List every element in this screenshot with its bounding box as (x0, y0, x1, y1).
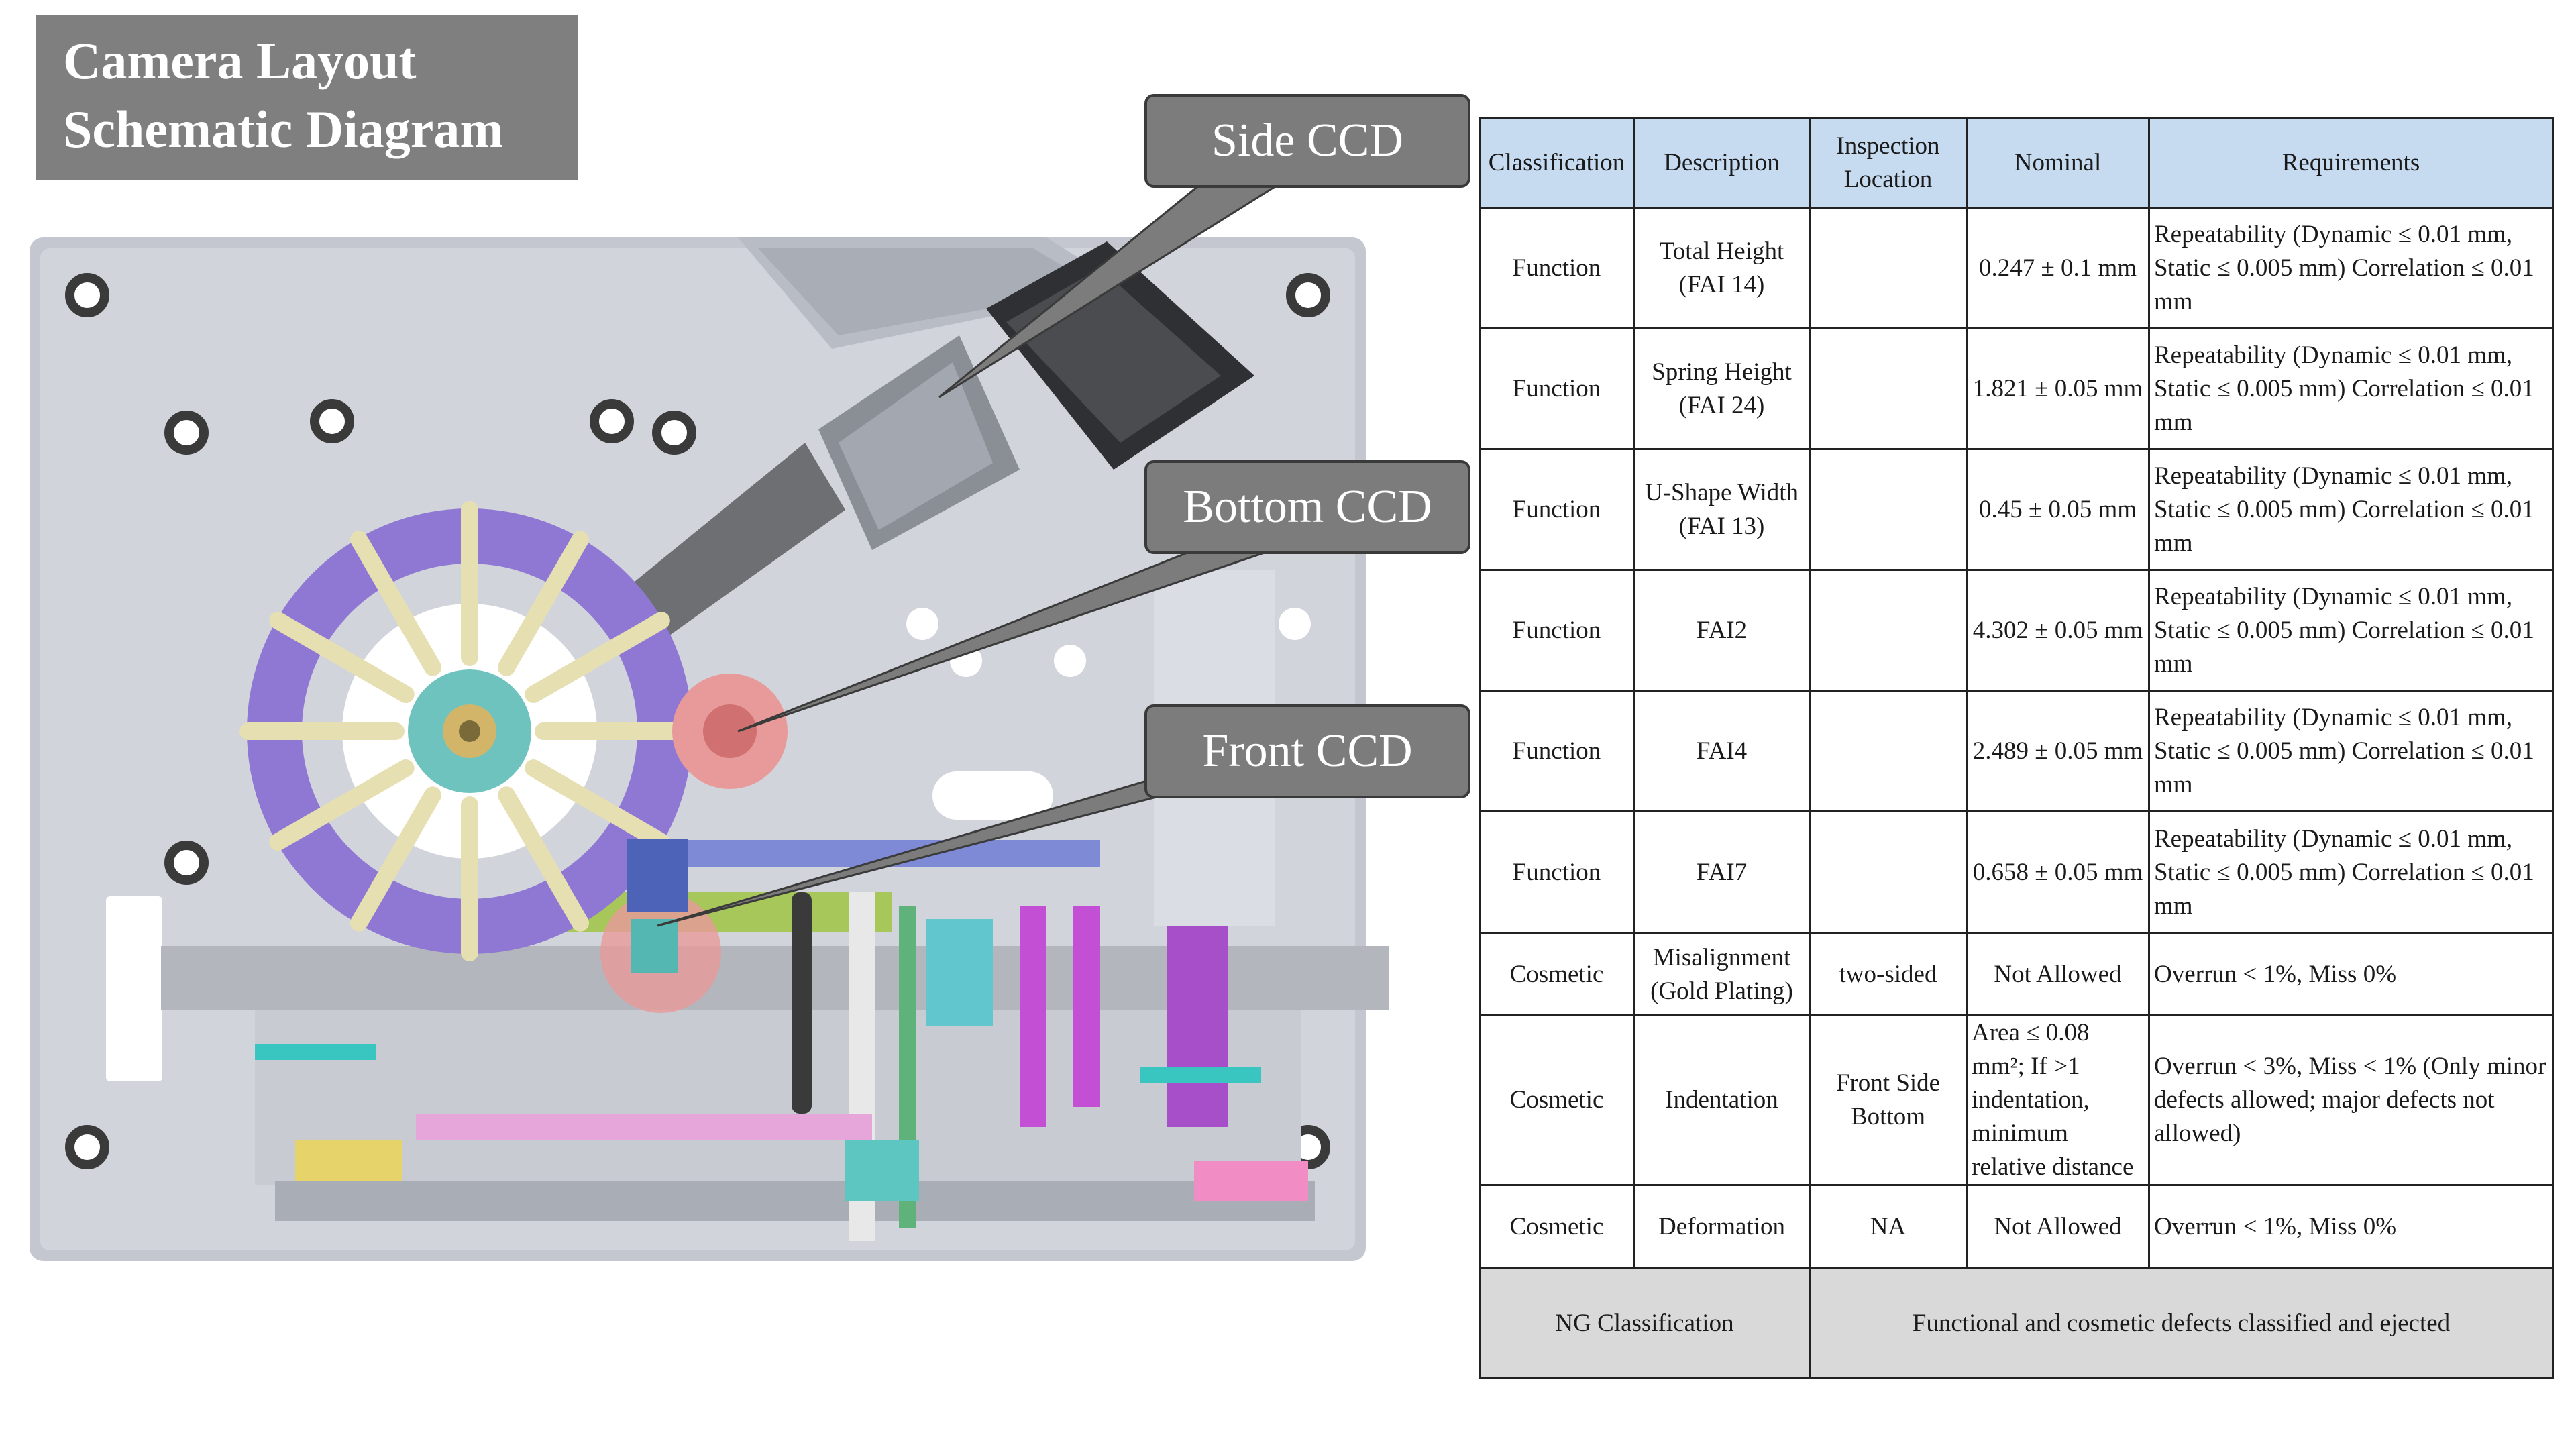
cell-location: two-sided (1809, 932, 1968, 1016)
cell-classification: Function (1479, 448, 1635, 571)
rotary-wheel (247, 508, 692, 954)
header-requirements: Requirements (2148, 117, 2554, 209)
table-header-row: Classification Description Inspection Lo… (1479, 117, 2554, 209)
small-holes (906, 608, 1311, 677)
cell-location (1809, 207, 1968, 329)
mounting-holes (65, 273, 1330, 1169)
wheel-spoke (350, 786, 441, 932)
cell-requirements: Repeatability (Dynamic ≤ 0.01 mm, Static… (2148, 690, 2554, 812)
cell-location (1809, 448, 1968, 571)
cell-description: Spring Height (FAI 24) (1633, 327, 1811, 450)
cell-description: FAI2 (1633, 569, 1811, 692)
ng-text: Functional and cosmetic defects classifi… (1809, 1267, 2554, 1379)
wheel-spoke (525, 612, 670, 703)
wheel-spoke (269, 759, 415, 851)
cell-nominal: Area ≤ 0.08 mm²; If >1 indentation, mini… (1966, 1014, 2150, 1186)
slot (932, 771, 1053, 820)
cell-classification: Function (1479, 207, 1635, 329)
header-description: Description (1633, 117, 1811, 209)
header-inspection-location: Inspection Location (1809, 117, 1968, 209)
cell-description: Misalignment (Gold Plating) (1633, 932, 1811, 1016)
front-ccd-lens (600, 839, 721, 1013)
wheel-spokes (239, 501, 700, 961)
cell-description: Total Height (FAI 14) (1633, 207, 1811, 329)
cell-classification: Function (1479, 690, 1635, 812)
header-nominal: Nominal (1966, 117, 2150, 209)
cell-classification: Function (1479, 327, 1635, 450)
cell-requirements: Repeatability (Dynamic ≤ 0.01 mm, Static… (2148, 207, 2554, 329)
cell-requirements: Overrun < 1%, Miss 0% (2148, 1184, 2554, 1269)
cell-classification: Function (1479, 569, 1635, 692)
cell-location: NA (1809, 1184, 1968, 1269)
cell-description: Indentation (1633, 1014, 1811, 1186)
cell-description: Deformation (1633, 1184, 1811, 1269)
cell-nominal: Not Allowed (1966, 932, 2150, 1016)
wheel-spoke (498, 531, 589, 676)
cell-classification: Cosmetic (1479, 1184, 1635, 1269)
cell-location: Front Side Bottom (1809, 1014, 1968, 1186)
cell-location (1809, 569, 1968, 692)
cell-nominal: 1.821 ± 0.05 mm (1966, 327, 2150, 450)
cell-nominal: 4.302 ± 0.05 mm (1966, 569, 2150, 692)
cell-location (1809, 810, 1968, 934)
cell-nominal: 0.45 ± 0.05 mm (1966, 448, 2150, 571)
cell-requirements: Overrun < 3%, Miss < 1% (Only minor defe… (2148, 1014, 2554, 1186)
side-ccd-callout: Side CCD (1144, 94, 1470, 188)
header-classification: Classification (1479, 117, 1635, 209)
cell-classification: Cosmetic (1479, 1014, 1635, 1186)
cell-nominal: 0.658 ± 0.05 mm (1966, 810, 2150, 934)
cell-nominal: 0.247 ± 0.1 mm (1966, 207, 2150, 329)
side-ccd-camera (624, 241, 1254, 644)
cell-location (1809, 327, 1968, 450)
title-line-1: Camera Layout (63, 32, 417, 90)
bottom-ccd-lens (672, 674, 788, 789)
cell-classification: Cosmetic (1479, 932, 1635, 1016)
front-ccd-callout: Front CCD (1144, 704, 1470, 798)
cell-requirements: Repeatability (Dynamic ≤ 0.01 mm, Static… (2148, 327, 2554, 450)
requirements-table: Classification Description Inspection Lo… (1479, 117, 2554, 1379)
cell-requirements: Repeatability (Dynamic ≤ 0.01 mm, Static… (2148, 569, 2554, 692)
diagram-title: Camera Layout Schematic Diagram (36, 15, 578, 180)
cell-classification: Function (1479, 810, 1635, 934)
left-block (106, 896, 162, 1081)
cell-requirements: Overrun < 1%, Miss 0% (2148, 932, 2554, 1016)
cell-nominal: Not Allowed (1966, 1184, 2150, 1269)
wheel-spoke (350, 531, 441, 676)
cell-location (1809, 690, 1968, 812)
cell-description: FAI4 (1633, 690, 1811, 812)
wheel-spoke (269, 612, 415, 703)
cell-description: FAI7 (1633, 810, 1811, 934)
cell-nominal: 2.489 ± 0.05 mm (1966, 690, 2150, 812)
bottom-ccd-callout: Bottom CCD (1144, 460, 1470, 554)
wheel-spoke (525, 759, 670, 851)
ng-label: NG Classification (1479, 1267, 1811, 1379)
cell-requirements: Repeatability (Dynamic ≤ 0.01 mm, Static… (2148, 810, 2554, 934)
cell-requirements: Repeatability (Dynamic ≤ 0.01 mm, Static… (2148, 448, 2554, 571)
wheel-spoke (498, 786, 589, 932)
cell-description: U-Shape Width (FAI 13) (1633, 448, 1811, 571)
top-rail (738, 237, 1127, 349)
title-line-2: Schematic Diagram (63, 100, 504, 158)
